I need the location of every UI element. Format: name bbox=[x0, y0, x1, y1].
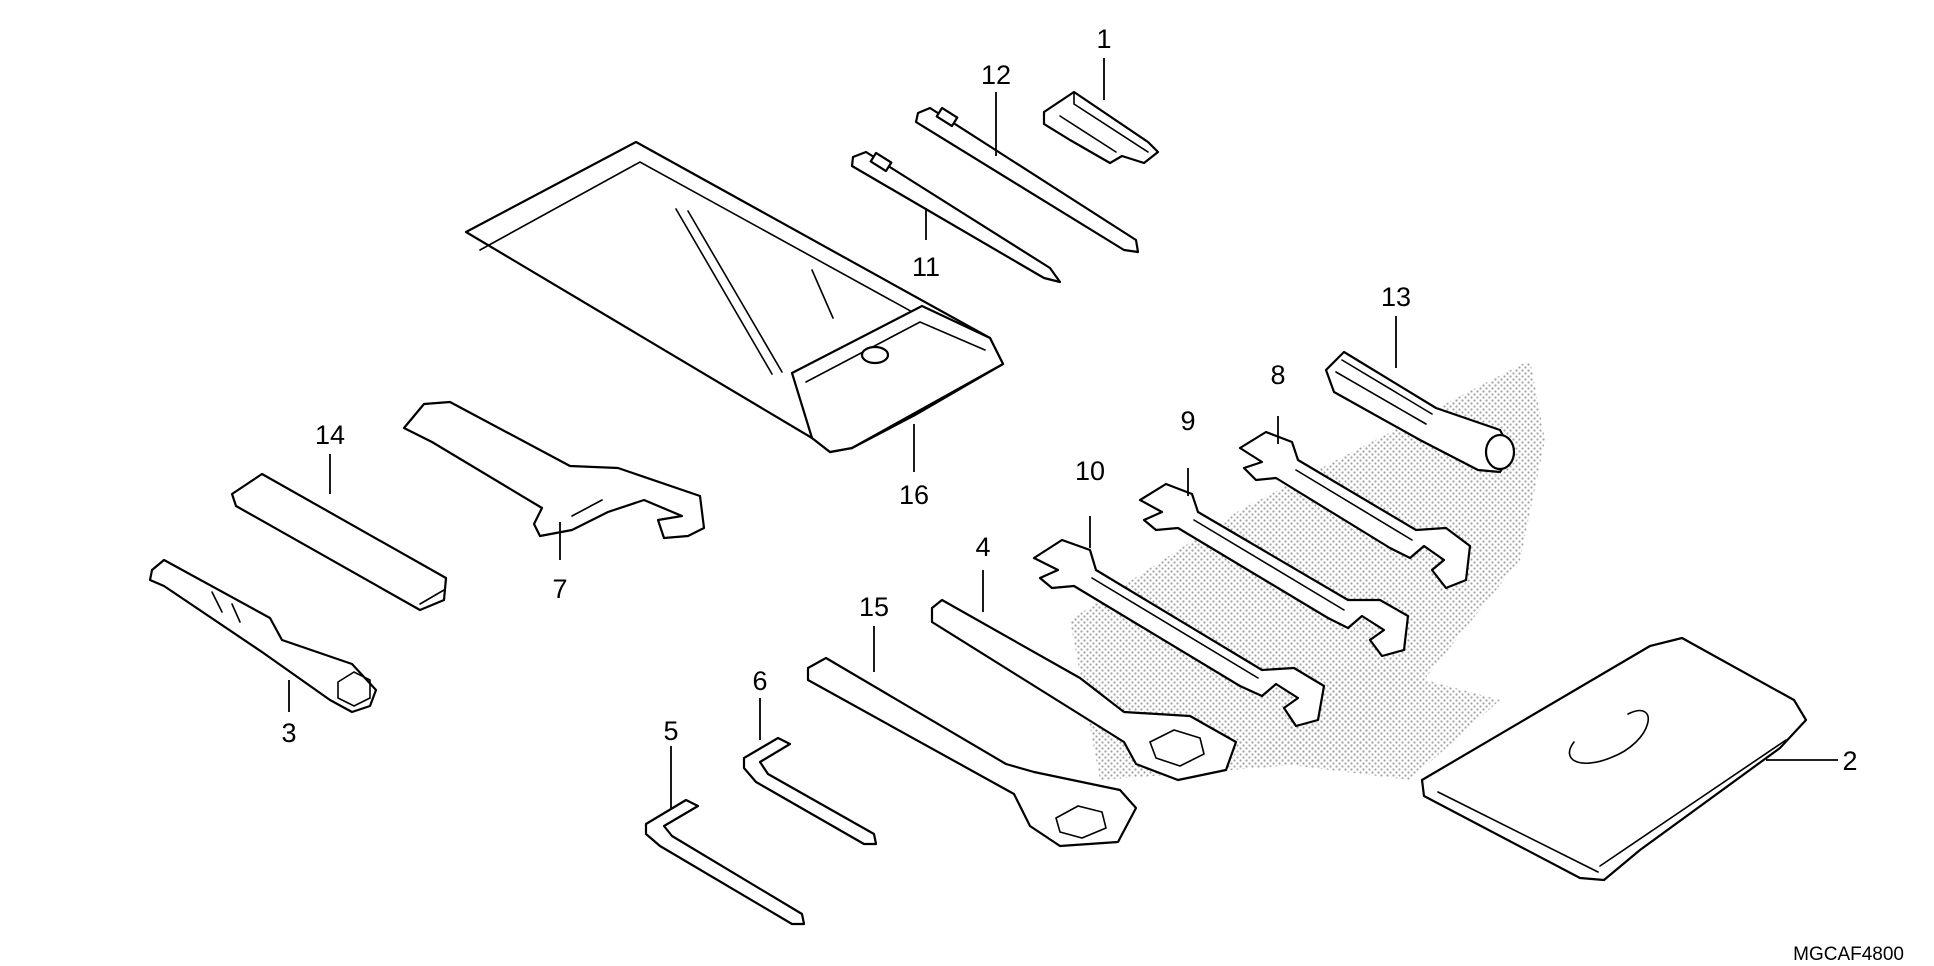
hex-key-icon bbox=[742, 736, 878, 846]
callout-1: 1 bbox=[1096, 24, 1111, 54]
watermark-logo bbox=[1070, 360, 1545, 780]
double-open-end-wrench-icon bbox=[1238, 430, 1472, 590]
plug-wrench-icon bbox=[148, 558, 378, 714]
callout-labels: 1 2 3 4 5 6 7 8 9 10 11 12 13 14 15 16 bbox=[281, 24, 1857, 776]
reference-code: MGCAF4800 bbox=[1793, 944, 1904, 965]
screwdriver-icon bbox=[914, 106, 1140, 254]
double-open-end-wrench-icon bbox=[1138, 482, 1410, 658]
callout-13: 13 bbox=[1381, 282, 1411, 312]
callout-5: 5 bbox=[663, 716, 678, 746]
box-end-wrench-icon bbox=[806, 656, 1138, 848]
hex-key-icon bbox=[644, 798, 806, 926]
fuse-puller-icon bbox=[1042, 90, 1160, 165]
callout-12: 12 bbox=[981, 60, 1011, 90]
callout-11: 11 bbox=[912, 252, 940, 282]
tool-pouch-icon bbox=[464, 140, 1005, 454]
leader-lines bbox=[288, 58, 1838, 808]
extension-bar-icon bbox=[230, 472, 448, 612]
callout-15: 15 bbox=[859, 592, 889, 622]
callout-7: 7 bbox=[552, 574, 567, 604]
screwdriver-grip-icon bbox=[1324, 350, 1516, 474]
callout-3: 3 bbox=[281, 718, 296, 748]
open-end-wrench-icon bbox=[930, 598, 1238, 782]
callout-2: 2 bbox=[1842, 746, 1857, 776]
screwdriver-icon bbox=[850, 150, 1062, 284]
double-open-end-wrench-icon bbox=[1032, 538, 1326, 728]
callout-16: 16 bbox=[899, 480, 929, 510]
callout-4: 4 bbox=[975, 532, 990, 562]
pin-spanner-icon bbox=[402, 400, 706, 540]
tool-bag-icon bbox=[1420, 636, 1808, 882]
callout-9: 9 bbox=[1180, 406, 1195, 436]
callout-14: 14 bbox=[315, 420, 345, 450]
callout-8: 8 bbox=[1270, 360, 1285, 390]
callout-6: 6 bbox=[752, 666, 767, 696]
callout-10: 10 bbox=[1075, 456, 1105, 486]
